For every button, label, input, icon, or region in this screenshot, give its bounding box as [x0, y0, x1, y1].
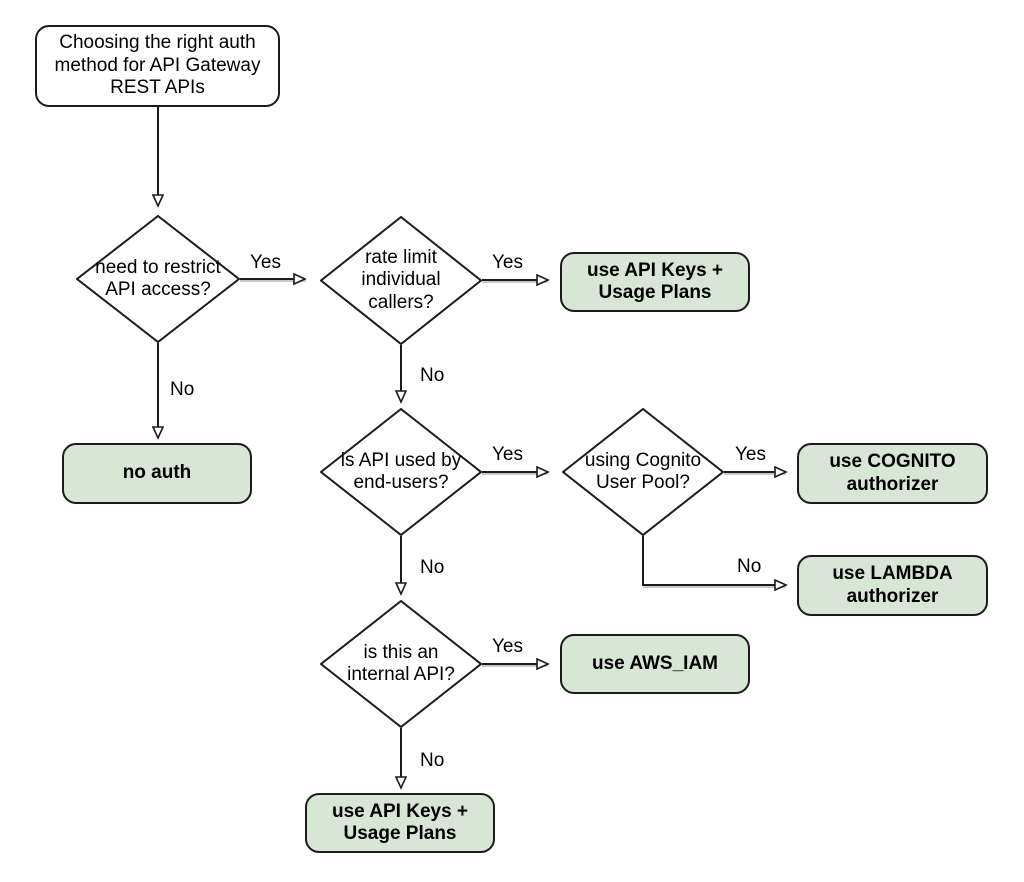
- edge-label-d1-no: No: [170, 379, 195, 400]
- terminal-api-keys-top-text: use API Keys + Usage Plans: [587, 260, 723, 305]
- start-line-2: method for API Gateway: [54, 54, 261, 76]
- terminal-lambda-text: use LAMBDA authorizer: [832, 563, 952, 608]
- decision-4-line-1: using Cognito: [584, 449, 702, 471]
- edge-label-d2-yes: Yes: [492, 252, 523, 273]
- start-line-1: Choosing the right auth: [59, 32, 256, 54]
- decision-3-line-2: end-users?: [353, 472, 449, 493]
- edge-label-d1-yes: Yes: [250, 252, 281, 273]
- edge-label-d4-no: No: [737, 556, 762, 577]
- decision-1-line-1: need to restrict: [95, 256, 221, 278]
- terminal-use-api-keys-usage-plans-bottom[interactable]: use API Keys + Usage Plans: [305, 793, 495, 853]
- decision-is-this-an-internal-api[interactable]: is this an internal API?: [320, 600, 482, 728]
- edge-label-d3-yes: Yes: [492, 444, 523, 465]
- edge-label-d2-no: No: [420, 365, 445, 386]
- terminal-aws-iam-line-1: use AWS_IAM: [592, 652, 718, 674]
- terminal-lambda-line-1: use LAMBDA: [832, 563, 953, 585]
- terminal-use-cognito-authorizer[interactable]: use COGNITO authorizer: [797, 443, 988, 504]
- decision-4-line-2: User Pool?: [595, 472, 690, 493]
- start-node-title[interactable]: Choosing the right auth method for API G…: [35, 25, 280, 107]
- diamond-shape-icon: [76, 215, 240, 343]
- decision-2-line-2: individual: [361, 269, 441, 291]
- terminal-no-auth-text: no auth: [123, 462, 192, 484]
- start-line-3: REST APIs: [110, 77, 205, 99]
- terminal-cognito-line-2: authorizer: [846, 473, 939, 495]
- diamond-shape-icon: [320, 216, 482, 345]
- decision-3-label: is API used by end-users?: [341, 450, 461, 495]
- decision-3-line-1: is API used by: [340, 449, 462, 471]
- terminal-no-auth-line-1: no auth: [122, 462, 192, 484]
- terminal-api-keys-bottom-text: use API Keys + Usage Plans: [332, 801, 468, 846]
- decision-need-to-restrict-api-access[interactable]: need to restrict API access?: [76, 215, 240, 343]
- terminal-aws-iam-text: use AWS_IAM: [592, 653, 718, 675]
- edge-label-d5-no: No: [420, 750, 445, 771]
- diamond-shape-icon: [320, 408, 482, 536]
- terminal-api-keys-top-line-2: Usage Plans: [598, 282, 712, 303]
- decision-4-label: using Cognito User Pool?: [585, 450, 701, 495]
- decision-2-line-3: callers?: [368, 291, 434, 313]
- decision-is-api-used-by-end-users[interactable]: is API used by end-users?: [320, 408, 482, 536]
- terminal-no-auth[interactable]: no auth: [62, 443, 252, 504]
- diamond-shape-icon: [562, 408, 724, 536]
- diamond-shape-icon: [320, 600, 482, 728]
- terminal-cognito-text: use COGNITO authorizer: [829, 451, 955, 496]
- edge-label-d5-yes: Yes: [492, 636, 523, 657]
- decision-5-label: is this an internal API?: [347, 642, 455, 687]
- start-node-text: Choosing the right auth method for API G…: [55, 32, 261, 99]
- decision-1-label: need to restrict API access?: [95, 257, 221, 302]
- edge-label-d3-no: No: [420, 557, 445, 578]
- terminal-api-keys-top-line-1: use API Keys +: [586, 259, 724, 281]
- terminal-lambda-line-2: authorizer: [846, 585, 939, 607]
- terminal-api-keys-bottom-line-1: use API Keys +: [331, 800, 469, 822]
- decision-5-line-2: internal API?: [347, 664, 455, 685]
- decision-2-line-1: rate limit: [365, 246, 437, 268]
- terminal-use-aws-iam[interactable]: use AWS_IAM: [560, 634, 750, 694]
- decision-using-cognito-user-pool[interactable]: using Cognito User Pool?: [562, 408, 724, 536]
- edge-label-d4-yes: Yes: [735, 444, 766, 465]
- decision-rate-limit-individual-callers[interactable]: rate limit individual callers?: [320, 216, 482, 345]
- terminal-api-keys-bottom-line-2: Usage Plans: [343, 823, 457, 844]
- decision-2-label: rate limit individual callers?: [361, 247, 440, 314]
- decision-1-line-2: API access?: [105, 279, 211, 300]
- terminal-use-api-keys-usage-plans-top[interactable]: use API Keys + Usage Plans: [560, 252, 750, 312]
- decision-5-line-1: is this an: [363, 641, 439, 663]
- terminal-use-lambda-authorizer[interactable]: use LAMBDA authorizer: [797, 555, 988, 616]
- terminal-cognito-line-1: use COGNITO: [829, 451, 956, 473]
